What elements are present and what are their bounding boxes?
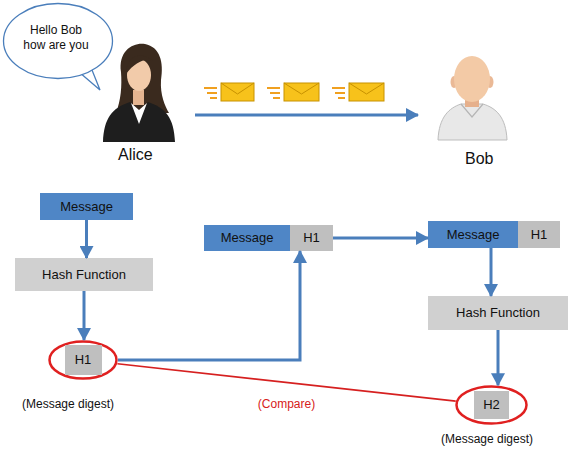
alice-hair: [116, 44, 169, 113]
bob-collar: [461, 104, 483, 117]
envelope: [349, 83, 384, 101]
speech-bubble: Hello Bob how are you: [2, 2, 114, 80]
envelope: [284, 83, 319, 101]
flow-arrow: [85, 220, 88, 258]
envelope-flap: [221, 83, 254, 94]
speed-line: [207, 92, 217, 94]
text-label: Alice: [118, 146, 153, 164]
envelope-group: [204, 83, 384, 101]
envelope-flap: [284, 83, 319, 94]
node-text: H1: [75, 352, 92, 368]
digest-box: H1: [518, 221, 560, 248]
flow-arrow: [333, 237, 428, 240]
speed-line: [267, 87, 280, 89]
node-text: Hash Function: [456, 305, 540, 321]
message-box: Message: [40, 193, 133, 220]
hash-function-box: Hash Function: [428, 296, 568, 330]
speed-line: [332, 87, 345, 89]
flow-arrow: [83, 291, 86, 340]
alice-neck: [133, 90, 144, 105]
flow-arrow: [497, 330, 500, 385]
text-label: (Message digest): [22, 397, 114, 411]
alice-shirt: [131, 103, 147, 124]
flow-arrow: [490, 248, 493, 296]
digest-box: H1: [290, 225, 333, 251]
alice-fringe: [126, 56, 153, 74]
digest-ring: H2: [455, 385, 528, 425]
bob-head: [454, 56, 490, 102]
message-box: Message: [204, 225, 290, 251]
bubble-text-block: Hello Bob how are you: [20, 23, 92, 53]
node-text: H1: [531, 227, 548, 243]
text-label: (Message digest): [441, 432, 533, 446]
red-ring: [457, 387, 527, 424]
node-text: Hash Function: [42, 267, 126, 283]
node-text: H1: [303, 230, 320, 246]
compare-line: [117, 364, 455, 401]
message-box: Message: [428, 221, 518, 248]
envelope-flap: [349, 83, 384, 94]
transmission-arrow: [195, 114, 418, 117]
speed-line: [270, 92, 280, 94]
speed-line: [335, 92, 345, 94]
node-text: Message: [221, 230, 274, 246]
edge-label: (Compare): [258, 397, 315, 411]
alice-figure: [103, 44, 175, 142]
speed-line: [273, 97, 280, 99]
envelope: [221, 83, 254, 101]
bob-shirt: [438, 104, 507, 140]
node-text: Message: [60, 199, 113, 215]
digest-ring: H1: [48, 340, 118, 380]
bob-figure: [438, 56, 507, 140]
node-text: Message: [447, 227, 500, 243]
bubble-ellipse: [4, 4, 113, 79]
hash-function-box: Hash Function: [15, 258, 153, 291]
node-text: Hello Bob how are you: [23, 23, 88, 52]
digest-box: H1: [65, 345, 102, 375]
text-label: Bob: [465, 150, 493, 168]
speed-line: [210, 97, 217, 99]
digest-box: H2: [474, 391, 509, 419]
red-ring: [50, 342, 117, 379]
alice-jacket: [103, 102, 175, 142]
node-text: H2: [483, 397, 500, 413]
speed-line: [204, 87, 217, 89]
speed-line: [338, 97, 345, 99]
